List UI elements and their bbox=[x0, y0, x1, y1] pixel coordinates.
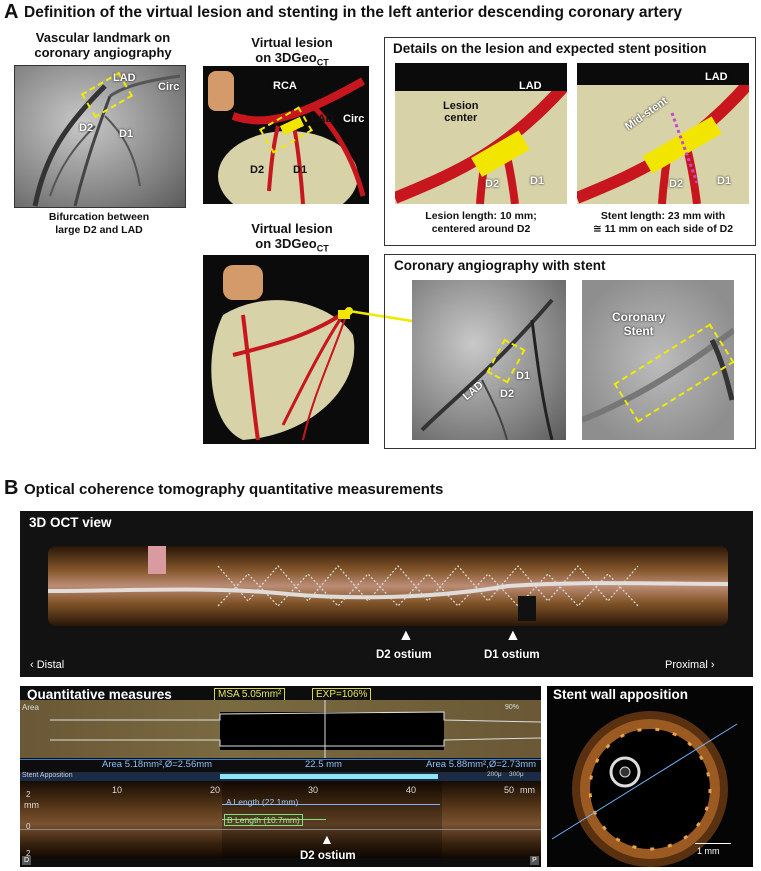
quant-panel: Quantitative measures MSA 5.05mm² EXP=10… bbox=[20, 686, 541, 867]
area-right-value: Area 5.88mm²,Ø=2.73mm bbox=[426, 759, 537, 770]
virtual-lesion-bottom-render bbox=[203, 255, 369, 444]
y-tick-bottom: 2 bbox=[26, 849, 31, 858]
details-lesion-center-label: Lesion center bbox=[443, 100, 479, 124]
virtual-lesion-bottom-title: Virtual lesion on 3DGeoCT bbox=[251, 221, 333, 254]
details-left-d1-label: D1 bbox=[530, 175, 545, 187]
landmark-circ-label: Circ bbox=[158, 81, 180, 93]
y-tick-zero: 0 bbox=[26, 822, 31, 831]
tick-30: 30 bbox=[308, 785, 319, 795]
stent-segment-overlay bbox=[222, 782, 442, 858]
landmark-title: Vascular landmark on coronary angiograph… bbox=[34, 30, 172, 60]
oct-3d-view: 3D OCT view ▲ ▲ D2 ostium D1 ostium ‹ Di… bbox=[20, 511, 753, 677]
details-title: Details on the lesion and expected stent… bbox=[393, 41, 707, 56]
panel-b-letter: B bbox=[4, 477, 19, 499]
corner-proximal-button[interactable]: P bbox=[530, 856, 539, 865]
virtual-lesion-top-render: RCA LAD Circ D2 D1 bbox=[203, 66, 369, 204]
oct-stent-struts bbox=[48, 546, 728, 621]
d2-ostium-arrow-icon: ▲ bbox=[398, 627, 414, 644]
vl-top-d2-label: D2 bbox=[250, 164, 265, 176]
vl-top-lad-label: LAD bbox=[311, 113, 334, 125]
stent-area-window bbox=[220, 712, 444, 750]
angio-stent-zoom: Coronary Stent bbox=[582, 280, 734, 440]
panel-b-title: Optical coherence tomography quantitativ… bbox=[24, 481, 444, 498]
details-right-lad-label: LAD bbox=[705, 71, 728, 83]
b-length-label: B Length (10.7mm) bbox=[224, 814, 303, 826]
panel-a-title: Definition of the virtual lesion and ste… bbox=[24, 4, 682, 21]
vl-top-d1-label: D1 bbox=[293, 164, 308, 176]
virtual-lesion-top-title: Virtual lesion on 3DGeoCT bbox=[251, 35, 333, 68]
oct-3d-title: 3D OCT view bbox=[29, 515, 112, 530]
details-left-lad-label: LAD bbox=[519, 80, 542, 92]
vl-top-rca-label: RCA bbox=[273, 80, 297, 92]
longitudinal-view bbox=[20, 782, 541, 858]
oct-proximal-label: Proximal › bbox=[665, 659, 715, 671]
corner-distal-button[interactable]: D bbox=[22, 856, 31, 865]
details-left-d2-label: D2 bbox=[485, 178, 500, 190]
details-stent-render: LAD Mid-stent D2 D1 bbox=[577, 63, 749, 204]
mm-left-label: mm bbox=[24, 800, 39, 810]
area-pct-label: 90% bbox=[505, 704, 520, 711]
a-length-line bbox=[222, 804, 440, 805]
length-center-value: 22.5 mm bbox=[305, 759, 342, 770]
coronary-stent-label: Coronary Stent bbox=[612, 310, 666, 338]
quant-title: Quantitative measures bbox=[27, 687, 172, 702]
tick-20: 20 bbox=[210, 785, 221, 795]
quant-d2-ostium-arrow-icon: ▲ bbox=[320, 831, 334, 847]
oct-distal-label: ‹ Distal bbox=[30, 659, 65, 671]
b-length-line bbox=[222, 819, 326, 820]
angio-stent-image: LAD D2 D1 bbox=[412, 280, 566, 440]
details-right-d2-label: D2 bbox=[669, 178, 684, 190]
panel-a-letter: A bbox=[4, 1, 19, 23]
legend-300: 300μ bbox=[509, 771, 524, 778]
legend-200: 200μ bbox=[487, 771, 502, 778]
a-length-label: A Length (22.1mm) bbox=[226, 797, 299, 807]
angio-d1-label: D1 bbox=[516, 370, 531, 382]
landmark-angiogram: LAD Circ D2 D1 bbox=[14, 65, 186, 208]
oct-cross-section bbox=[551, 711, 738, 867]
tick-50: 50 bbox=[504, 785, 515, 795]
apposition-title: Stent wall apposition bbox=[553, 687, 689, 702]
angio-d2-label: D2 bbox=[500, 388, 515, 400]
area-track-label: Area bbox=[22, 703, 39, 712]
landmark-caption: Bifurcation between large D2 and LAD bbox=[48, 211, 150, 236]
zero-baseline bbox=[20, 829, 541, 830]
mm-right-label: mm bbox=[520, 785, 535, 795]
oct-d2-ostium-label: D2 ostium bbox=[376, 649, 432, 661]
area-profile bbox=[50, 700, 541, 758]
y-tick-top: 2 bbox=[26, 790, 31, 799]
landmark-d2-label: D2 bbox=[79, 122, 94, 134]
scale-label: 1 mm bbox=[697, 846, 720, 856]
oct-d1-ostium-label: D1 ostium bbox=[484, 649, 540, 661]
quant-d2-ostium-label: D2 ostium bbox=[300, 850, 356, 862]
landmark-lad-label: LAD bbox=[113, 72, 136, 84]
scale-bar bbox=[695, 843, 731, 844]
tick-10: 10 bbox=[112, 785, 123, 795]
details-left-caption: Lesion length: 10 mm; centered around D2 bbox=[425, 210, 537, 235]
vl-top-circ-label: Circ bbox=[343, 113, 365, 125]
angio-stent-title: Coronary angiography with stent bbox=[394, 258, 606, 273]
area-left-value: Area 5.18mm²,Ø=2.56mm bbox=[102, 759, 213, 770]
apposition-panel: Stent wall apposition 1 mm bbox=[547, 686, 753, 867]
details-right-d1-label: D1 bbox=[717, 175, 732, 187]
angio-stent-box: Coronary angiography with stent LAD D2 D… bbox=[384, 254, 756, 449]
details-box: Details on the lesion and expected stent… bbox=[384, 37, 756, 246]
details-right-caption: Stent length: 23 mm with ≅ 11 mm on each… bbox=[592, 210, 734, 235]
d1-ostium-arrow-icon: ▲ bbox=[505, 627, 521, 644]
landmark-d1-label: D1 bbox=[119, 128, 134, 140]
tick-40: 40 bbox=[406, 785, 417, 795]
details-lesion-render: LAD Lesion center D2 D1 bbox=[395, 63, 567, 204]
apposition-coverage bbox=[220, 774, 438, 779]
apposition-label: Stent Apposition bbox=[22, 772, 73, 779]
